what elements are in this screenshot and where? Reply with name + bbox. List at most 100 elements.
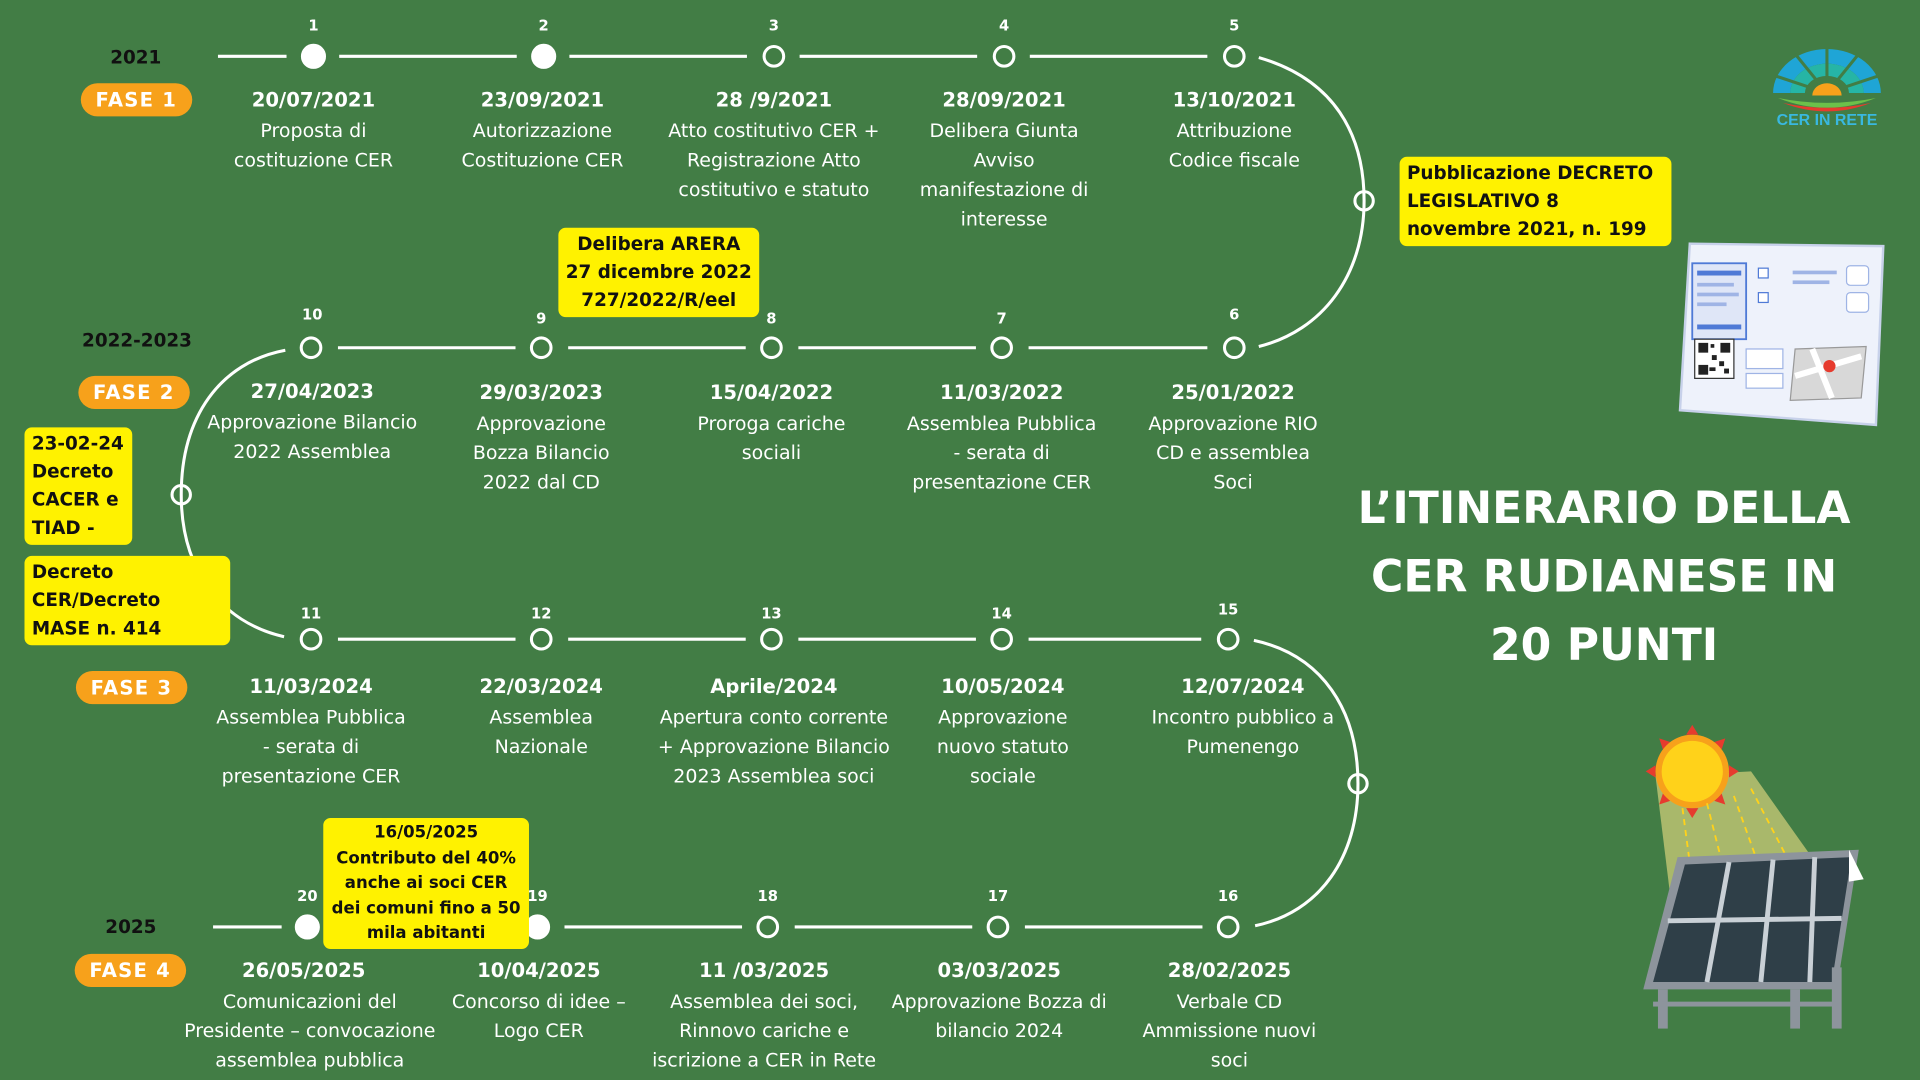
step-date: 25/01/2022 bbox=[1171, 380, 1295, 405]
step-number: 3 bbox=[768, 17, 779, 35]
timeline-step-11: 11/03/2024 Assemblea Pubblica - serata d… bbox=[189, 673, 434, 791]
step-description: Comunicazioni del Presidente – convocazi… bbox=[184, 990, 436, 1072]
note-decreto-mase: Decreto CER/Decreto MASE n. 414 bbox=[24, 555, 231, 646]
timeline-node-circle bbox=[992, 45, 1016, 68]
timeline-step-5: 13/10/2021 Attribuzione Codice fiscale bbox=[1112, 87, 1357, 175]
step-date: 20/07/2021 bbox=[251, 88, 376, 112]
step-number: 10 bbox=[302, 306, 323, 324]
step-date: 12/07/2024 bbox=[1181, 674, 1305, 698]
timeline-step-1: 20/07/2021 Proposta di costituzione CER bbox=[191, 87, 436, 175]
timeline-node-circle bbox=[529, 627, 553, 651]
note-decreto-199: Pubblicazione DECRETO LEGISLATIVO 8 nove… bbox=[1399, 156, 1672, 247]
timeline-node-circle bbox=[1222, 45, 1246, 68]
step-number: 19 bbox=[527, 887, 548, 905]
step-date: 28/02/2025 bbox=[1167, 958, 1292, 983]
step-date: 23/09/2021 bbox=[480, 88, 605, 112]
timeline-step-9: 29/03/2023 Approvazione Bozza Bilancio 2… bbox=[419, 380, 664, 498]
step-description: Attribuzione Codice fiscale bbox=[1168, 120, 1300, 172]
phase-badge-3: FASE 3 bbox=[75, 671, 187, 705]
timeline-step-12: 22/03/2024 Assemblea Nazionale bbox=[419, 673, 664, 761]
step-description: Assemblea dei soci, Rinnovo cariche e is… bbox=[652, 990, 877, 1072]
step-date: 22/03/2024 bbox=[479, 674, 603, 698]
step-number: 13 bbox=[761, 604, 782, 623]
timeline-node-circle bbox=[299, 627, 323, 651]
step-number: 2 bbox=[538, 17, 549, 35]
document-illustration bbox=[1678, 242, 1885, 427]
step-number: 9 bbox=[536, 309, 547, 327]
step-date: Aprile/2024 bbox=[710, 674, 838, 698]
step-description: Approvazione Bozza Bilancio 2022 dal CD bbox=[472, 412, 610, 494]
timeline-node-circle bbox=[1222, 336, 1246, 360]
step-number: 15 bbox=[1217, 601, 1239, 619]
timeline-node-circle bbox=[760, 336, 783, 360]
timeline-node-circle bbox=[760, 627, 783, 651]
step-description: Autorizzazione Costituzione CER bbox=[461, 120, 624, 172]
timeline-step-14: 10/05/2024 Approvazione nuovo statuto so… bbox=[880, 673, 1125, 791]
step-description: Delibera Giunta Avviso manifestazione di… bbox=[919, 120, 1089, 231]
step-description: Proroga cariche sociali bbox=[697, 412, 846, 465]
cer-in-rete-logo: CER IN RETE bbox=[1763, 46, 1890, 133]
step-number: 17 bbox=[987, 887, 1009, 905]
step-date: 15/04/2022 bbox=[709, 380, 834, 405]
note-decreto-cacer: 23-02-24 Decreto CACER e TIAD - bbox=[24, 427, 133, 545]
infographic-title: L’ITINERARIO DELLA CER RUDIANESE IN 20 P… bbox=[1357, 483, 1851, 672]
step-number: 11 bbox=[300, 604, 322, 623]
timeline-node-circle bbox=[525, 914, 551, 940]
timeline-node-circle bbox=[1216, 915, 1240, 939]
step-description: Verbale CD Ammissione nuovi soci bbox=[1142, 990, 1317, 1072]
year-label-2022-2023: 2022-2023 bbox=[82, 329, 192, 352]
timeline-step-2: 23/09/2021 Autorizzazione Costituzione C… bbox=[420, 87, 665, 175]
step-date: 11 /03/2025 bbox=[698, 958, 830, 983]
step-number: 14 bbox=[991, 604, 1012, 623]
step-date: 03/03/2025 bbox=[937, 958, 1061, 983]
timeline-node-circle bbox=[990, 627, 1013, 651]
timeline-node-circle bbox=[986, 915, 1010, 939]
step-description: Assemblea Pubblica - serata di presentaz… bbox=[906, 412, 1097, 494]
step-number: 20 bbox=[297, 887, 318, 905]
step-date: 11/03/2024 bbox=[249, 674, 373, 698]
timeline-node-circle bbox=[300, 43, 327, 69]
solar-panel-illustration bbox=[1643, 724, 1864, 1029]
timeline-node-circle bbox=[756, 915, 780, 939]
timeline-step-20: 26/05/2025 Comunicazioni del Presidente … bbox=[181, 958, 435, 1076]
timeline-step-10: 27/04/2023 Approvazione Bilancio 2022 As… bbox=[190, 378, 435, 466]
note-contributo-40: 16/05/2025 Contributo del 40% anche ai s… bbox=[323, 817, 529, 949]
timeline-step-18: 11 /03/2025 Assemblea dei soci, Rinnovo … bbox=[642, 958, 887, 1076]
logo-wordmark: CER IN RETE bbox=[1777, 112, 1878, 129]
step-number: 12 bbox=[530, 604, 552, 623]
step-date: 28 /9/2021 bbox=[715, 88, 833, 112]
note-delibera-arera: Delibera ARERA 27 dicembre 2022 727/2022… bbox=[558, 227, 760, 318]
step-description: Assemblea Pubblica - serata di presentaz… bbox=[216, 706, 406, 788]
step-description: Approvazione nuovo statuto sociale bbox=[936, 706, 1069, 788]
phase-badge-4: FASE 4 bbox=[74, 953, 186, 987]
year-label-2021: 2021 bbox=[110, 46, 162, 69]
timeline-node-circle bbox=[531, 43, 557, 69]
timeline-step-6: 25/01/2022 Approvazione RIO CD e assembl… bbox=[1111, 380, 1356, 498]
step-number: 6 bbox=[1229, 306, 1240, 324]
step-description: Approvazione Bilancio 2022 Assemblea bbox=[207, 411, 418, 463]
step-date: 27/04/2023 bbox=[250, 379, 374, 403]
step-number: 4 bbox=[998, 17, 1010, 35]
step-date: 29/03/2023 bbox=[479, 380, 603, 405]
timeline-node-circle bbox=[990, 336, 1013, 360]
step-date: 11/03/2022 bbox=[939, 380, 1064, 405]
step-description: Approvazione RIO CD e assemblea Soci bbox=[1148, 412, 1318, 494]
step-date: 10/05/2024 bbox=[941, 674, 1065, 698]
step-number: 8 bbox=[766, 309, 777, 327]
timeline-node-circle bbox=[762, 45, 786, 68]
timeline-step-4: 28/09/2021 Delibera Giunta Avviso manife… bbox=[882, 87, 1127, 234]
step-number: 5 bbox=[1229, 17, 1240, 35]
step-number: 18 bbox=[757, 887, 778, 905]
step-description: Approvazione Bozza di bilancio 2024 bbox=[891, 990, 1107, 1043]
timeline-step-8: 15/04/2022 Proroga cariche sociali bbox=[649, 380, 894, 468]
step-description: Concorso di idee – Logo CER bbox=[451, 990, 626, 1043]
timeline-step-19: 10/04/2025 Concorso di idee – Logo CER bbox=[416, 958, 661, 1046]
timeline-node-circle bbox=[1216, 627, 1240, 651]
step-number: 7 bbox=[996, 309, 1007, 327]
year-label-2025: 2025 bbox=[105, 915, 157, 938]
step-description: Atto costitutivo CER + Registrazione Att… bbox=[668, 120, 880, 201]
timeline-step-17: 03/03/2025 Approvazione Bozza di bilanci… bbox=[877, 958, 1122, 1046]
timeline-node-circle bbox=[294, 914, 320, 940]
